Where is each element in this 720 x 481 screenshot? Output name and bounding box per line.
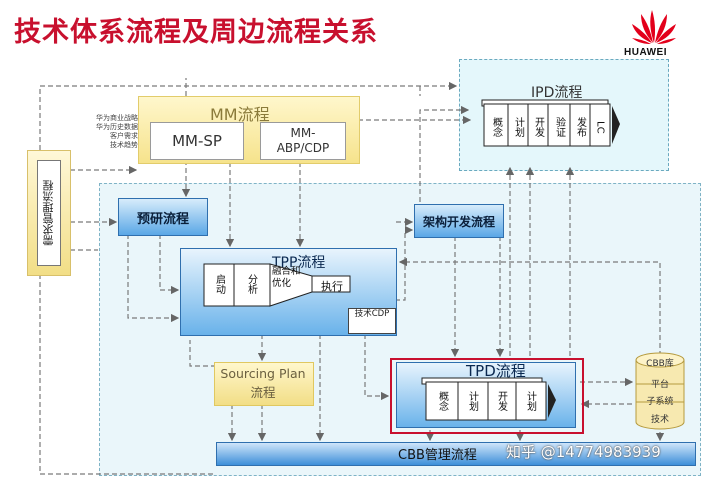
tpd-phase-plan: 计划 [466, 391, 478, 411]
tpd-phase-stack [421, 377, 556, 421]
tpp-process-title: TPP流程 [272, 255, 326, 271]
ipd-title: IPD流程 [531, 85, 583, 101]
demand-management-label: 需求管理流程 [37, 160, 61, 266]
cbb-library-title: CBB库 [646, 359, 674, 369]
tpd-phase-plan-2: 计划 [524, 391, 536, 411]
cbb-management-label: CBB管理流程 [398, 448, 477, 463]
tpp-stage-analyze: 分析 [245, 274, 257, 294]
mm-sp-box: MM-SP [150, 122, 244, 160]
mm-input-item: 华为历史数据 [96, 123, 138, 131]
huawei-wordmark: HUAWEI [624, 47, 667, 58]
ipd-phase-concept: 概念 [490, 117, 502, 137]
tech-cdp-box: 技术CDP [348, 308, 396, 334]
research-process-box: 预研流程 [118, 198, 208, 236]
mm-abp-line2: ABP/CDP [276, 141, 330, 155]
cbb-library-cylinder [635, 352, 685, 430]
ipd-phase-develop: 开发 [532, 117, 544, 137]
ipd-phase-verify: 验证 [553, 117, 565, 137]
tpd-phase-concept: 概念 [436, 391, 448, 411]
sourcing-plan-line2: 流程 [250, 385, 276, 400]
cbb-management-bar [216, 442, 696, 466]
ipd-phase-stack [481, 99, 620, 147]
tpp-stage-execute: 执行 [321, 280, 343, 293]
sourcing-plan-line1: Sourcing Plan [220, 366, 306, 381]
mm-input-item: 技术趋势 [110, 141, 138, 149]
mm-inputs-list: 华为商业战略 华为历史数据 客户需求 技术趋势 [86, 114, 138, 150]
ipd-phase-release: 发布 [574, 117, 586, 137]
cbb-library-item: 子系统 [646, 397, 674, 407]
tpd-process-title: TPD流程 [466, 362, 526, 380]
watermark-text: 知乎 @14774983939 [506, 443, 661, 461]
mm-input-item: 华为商业战略 [96, 114, 138, 122]
tpd-highlight-frame [390, 358, 584, 434]
architecture-development-box: 架构开发流程 [414, 204, 504, 238]
tpp-stage-start: 启动 [213, 274, 225, 294]
mm-input-item: 客户需求 [110, 132, 138, 140]
huawei-petal-icon [632, 10, 676, 44]
huawei-logo [630, 6, 678, 50]
mm-process-title: MM流程 [210, 105, 270, 124]
ipd-phase-lc: LC [594, 120, 606, 134]
mm-abp-line1: MM- [290, 126, 316, 140]
tpp-stage-merge: 融合和优化 [272, 266, 301, 289]
cbb-library-item: 平台 [650, 380, 669, 390]
sourcing-plan-label: Sourcing Plan 流程 [206, 364, 320, 402]
cbb-library-item: 技术 [650, 415, 669, 425]
tpd-phase-develop: 开发 [495, 391, 507, 411]
tpp-funnel [203, 263, 351, 307]
ipd-phase-plan: 计划 [512, 117, 524, 137]
sourcing-plan-block [214, 362, 314, 406]
page-title: 技术体系流程及周边流程关系 [14, 17, 378, 48]
mm-abp-cdp-box: MM- ABP/CDP [260, 122, 346, 160]
